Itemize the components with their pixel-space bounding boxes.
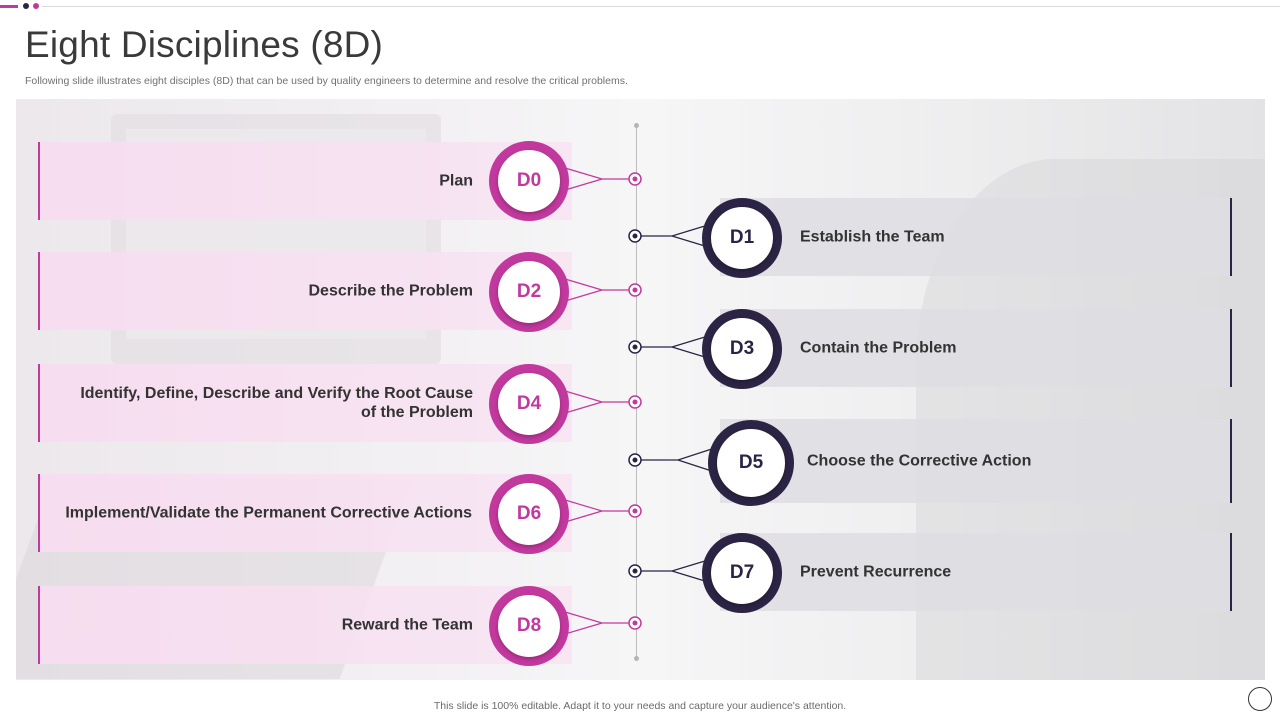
- page-title: Eight Disciplines (8D): [25, 24, 384, 65]
- step-label-d6: Implement/Validate the Permanent Correct…: [65, 504, 472, 522]
- step-badge-d6: D6: [489, 474, 569, 554]
- step-band-d3: Contain the Problem: [720, 309, 1232, 387]
- step-label-d2: Describe the Problem: [308, 282, 474, 300]
- step-code-d5: D5: [738, 452, 764, 473]
- step-badge-d2: D2: [489, 252, 569, 332]
- step-band-d2: Describe the Problem: [38, 252, 572, 330]
- step-band-d7: Prevent Recurrence: [720, 533, 1232, 611]
- step-code-d7: D7: [729, 562, 755, 583]
- step-code-d3: D3: [729, 338, 755, 359]
- step-badge-d1: D1: [702, 198, 782, 278]
- step-band-d4: Identify, Define, Describe and Verify th…: [38, 364, 572, 442]
- footer-note: This slide is 100% editable. Adapt it to…: [433, 700, 847, 712]
- step-code-d8: D8: [516, 615, 542, 636]
- step-band-d8: Reward the Team: [38, 586, 572, 664]
- step-code-d4: D4: [516, 393, 542, 414]
- step-label-d4: Identify, Define, Describe and Verify th…: [80, 385, 473, 421]
- step-label-d8: Reward the Team: [341, 616, 473, 634]
- step-label-d3: Contain the Problem: [800, 339, 957, 357]
- step-label-d5: Choose the Corrective Action: [807, 452, 1032, 470]
- timeline-axis-bottom-cap: [634, 656, 639, 661]
- step-code-d0: D0: [516, 170, 542, 191]
- step-label-d7: Prevent Recurrence: [800, 563, 952, 581]
- step-badge-d4: D4: [489, 364, 569, 444]
- slide-nav-circle-icon[interactable]: [1248, 687, 1272, 711]
- top-divider: [42, 6, 1280, 7]
- top-dot-dark: [23, 3, 29, 9]
- step-code-d6: D6: [516, 503, 542, 524]
- step-label-d1: Establish the Team: [800, 228, 945, 246]
- step-band-d5: Choose the Corrective Action: [720, 419, 1232, 503]
- page-subtitle: Following slide illustrates eight discip…: [25, 75, 628, 87]
- step-label-d0: Plan: [439, 172, 473, 190]
- timeline-axis: [636, 127, 637, 659]
- step-code-d1: D1: [729, 227, 755, 248]
- step-badge-d3: D3: [702, 309, 782, 389]
- step-badge-d7: D7: [702, 533, 782, 613]
- step-band-d1: Establish the Team: [720, 198, 1232, 276]
- timeline-axis-top-cap: [634, 123, 639, 128]
- top-dot-pink: [33, 3, 39, 9]
- step-badge-d5: D5: [708, 420, 794, 506]
- step-badge-d0: D0: [489, 141, 569, 221]
- step-badge-d8: D8: [489, 586, 569, 666]
- step-code-d2: D2: [516, 281, 542, 302]
- step-band-d6: Implement/Validate the Permanent Correct…: [38, 474, 572, 552]
- step-band-d0: Plan: [38, 142, 572, 220]
- top-accent-bar: [0, 5, 18, 8]
